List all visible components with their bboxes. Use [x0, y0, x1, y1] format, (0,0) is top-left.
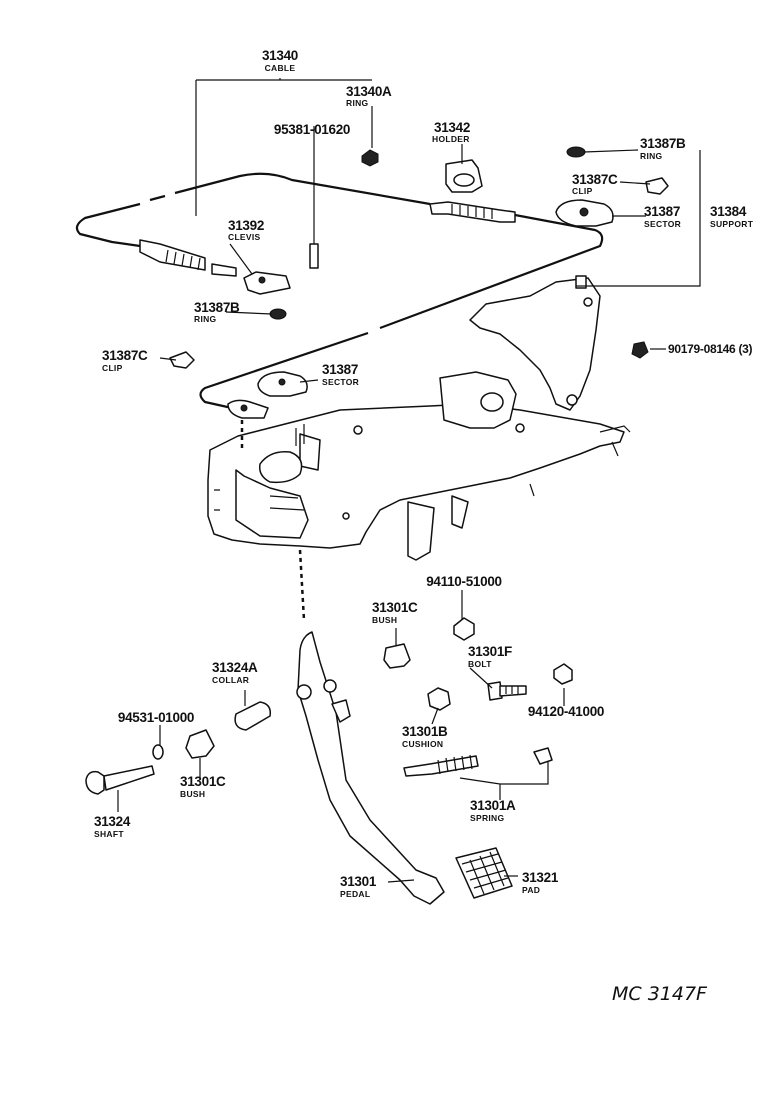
label-bush-upper-name: BUSH [372, 615, 397, 625]
label-ring-mid-number: 31387B [194, 300, 240, 315]
label-holder-number: 31342 [434, 120, 470, 135]
label-bolt-number: 31301F [468, 644, 512, 659]
label-shaft-number: 31324 [94, 814, 131, 829]
label-pad-name: PAD [522, 885, 540, 895]
label-cable-pin-number: 95381-01620 [274, 122, 350, 137]
label-collar-name: COLLAR [212, 675, 249, 685]
label-shaft-name: SHAFT [94, 829, 124, 839]
small-parts-drawing [85, 140, 669, 905]
label-sector-top-name: SECTOR [644, 219, 681, 229]
label-clip-mid-number: 31387C [102, 348, 148, 363]
label-clevis-number: 31392 [228, 218, 264, 233]
drawing-code: MC 3147F [612, 983, 708, 1005]
label-ring-mid-name: RING [194, 314, 217, 324]
label-cable-ring-name: RING [346, 98, 369, 108]
label-pad-number: 31321 [522, 870, 559, 885]
label-pedal-name: PEDAL [340, 889, 370, 899]
label-nut-upper-number: 94110-51000 [426, 574, 502, 589]
label-clip-top-number: 31387C [572, 172, 618, 187]
label-cushion-number: 31301B [402, 724, 448, 739]
pedal-bracket-drawing [207, 275, 631, 561]
label-clip-mid-name: CLIP [102, 363, 123, 373]
label-ring-top-name: RING [640, 151, 663, 161]
label-nut-lower-number: 94120-41000 [528, 704, 604, 719]
label-washer-number: 94531-01000 [118, 710, 194, 725]
label-collar-number: 31324A [212, 660, 258, 675]
label-bush-upper-number: 31301C [372, 600, 418, 615]
label-pedal-number: 31301 [340, 874, 377, 889]
label-bush-lower-name: BUSH [180, 789, 205, 799]
label-spring-name: SPRING [470, 813, 504, 823]
label-sector-mid-number: 31387 [322, 362, 358, 377]
label-ring-top-number: 31387B [640, 136, 686, 151]
cable-drawing [75, 172, 604, 419]
label-bolt-name: BOLT [468, 659, 492, 669]
label-support-bolt-number: 90179-08146 (3) [668, 342, 753, 356]
part-labels: 31340 CABLE 31340A RING 95381-01620 3134… [94, 48, 754, 899]
label-support-number: 31384 [710, 204, 747, 219]
label-holder-name: HOLDER [432, 134, 470, 144]
label-cable-name: CABLE [265, 63, 296, 73]
label-bush-lower-number: 31301C [180, 774, 226, 789]
label-spring-number: 31301A [470, 798, 516, 813]
label-cable-ring-number: 31340A [346, 84, 392, 99]
assembly-line-pedal [298, 549, 306, 621]
label-sector-mid-name: SECTOR [322, 377, 359, 387]
label-support-name: SUPPORT [710, 219, 754, 229]
label-clevis-name: CLEVIS [228, 232, 261, 242]
label-sector-top-number: 31387 [644, 204, 680, 219]
label-cushion-name: CUSHION [402, 739, 443, 749]
label-clip-top-name: CLIP [572, 186, 593, 196]
label-cable-number: 31340 [262, 48, 298, 63]
leader-lines [117, 78, 701, 883]
